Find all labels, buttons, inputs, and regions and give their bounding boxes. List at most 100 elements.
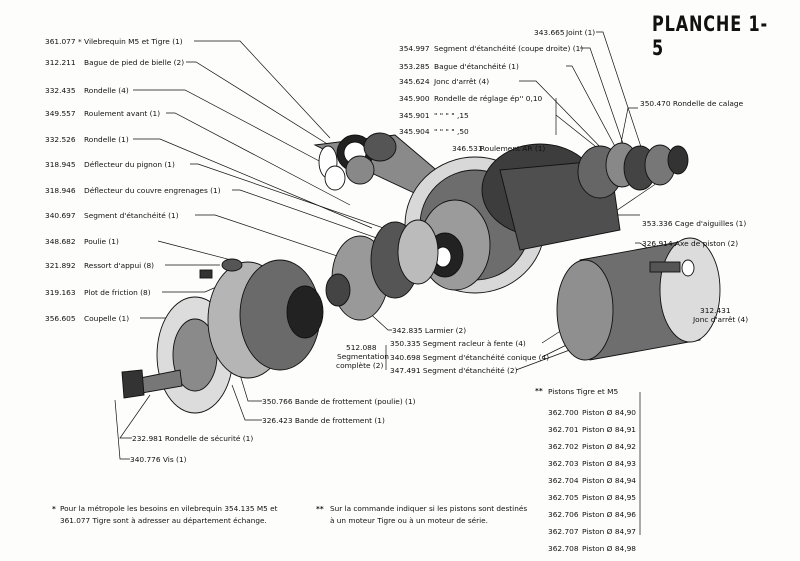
part-ref: 356.605: [45, 314, 76, 323]
part-ref: 321.892: [45, 261, 76, 270]
piston-ref: 362.702: [548, 442, 579, 451]
part-ref: 319.163: [45, 288, 76, 297]
part-label: Segment d'étanchéité (coupe droite) (1): [434, 44, 584, 53]
part-ref: 312.211: [45, 58, 76, 67]
part-label: Segment d'étanchéité (1): [84, 211, 179, 220]
segment-label: 340.698 Segment d'étanchéité conique (4): [390, 353, 550, 362]
crankshaft: [313, 132, 621, 294]
piston-ref: 362.700: [548, 408, 579, 417]
axe-piston-label: 326.914 Axe de piston (2): [642, 239, 739, 248]
note2-line2: à un moteur Tigre ou à un moteur de séri…: [330, 516, 488, 525]
piston-label: Piston Ø 84,95: [582, 493, 636, 502]
part-label: " " " " ,50: [434, 127, 469, 136]
part-label: Rondelle de réglage ép'' 0,10: [434, 94, 543, 103]
piston-ref: 362.704: [548, 476, 579, 485]
piston-ref: 362.701: [548, 425, 579, 434]
segmentation-label-2: complète (2): [336, 361, 384, 370]
bande-frottement-poulie-label: 350.766 Bande de frottement (poulie) (1): [262, 397, 416, 406]
part-label: Coupelle (1): [84, 314, 130, 323]
pulley-stack: [121, 219, 439, 414]
piston-label: Piston Ø 84,90: [582, 408, 636, 417]
part-ref: 332.526: [45, 135, 76, 144]
part-label: Roulement AR (1): [480, 144, 546, 153]
part-label: * Vilebrequin M5 et Tigre (1): [78, 37, 183, 46]
part-ref: 353.285: [399, 62, 430, 71]
part-ref: 349.557: [45, 109, 76, 118]
piston-ref: 362.708: [548, 544, 579, 553]
note2-line1: Sur la commande indiquer si les pistons …: [330, 504, 528, 513]
pistons-heading: Pistons Tigre et M5: [548, 387, 619, 396]
piston-label: Piston Ø 84,98: [582, 544, 636, 553]
part-label: Joint (1): [566, 28, 596, 37]
part-ref: 361.077: [45, 37, 76, 46]
part-label: Déflecteur du pignon (1): [84, 160, 175, 169]
part-ref: 354.997: [399, 44, 430, 53]
piston-ref: 362.707: [548, 527, 579, 536]
piston-ref: 362.703: [548, 459, 579, 468]
note1-mark: *: [52, 504, 56, 513]
piston-ref: 362.706: [548, 510, 579, 519]
part-label: Roulement avant (1): [84, 109, 161, 118]
part-ref: 346.531: [452, 144, 483, 153]
part-ref: 345.901: [399, 111, 430, 120]
part-label: Bague de pied de bielle (2): [84, 58, 185, 67]
part-ref: 318.945: [45, 160, 76, 169]
note1-line2: 361.077 Tigre sont à adresser au départe…: [60, 516, 267, 525]
piston-label: Piston Ø 84,93: [582, 459, 636, 468]
part-label: Plot de friction (8): [84, 288, 151, 297]
part-label: Ressort d'appui (8): [84, 261, 155, 270]
rear-rings: [577, 142, 689, 199]
segment-label: 350.335 Segment racleur à fente (4): [390, 339, 526, 348]
part-ref: 345.624: [399, 77, 430, 86]
piston-label: Piston Ø 84,91: [582, 425, 636, 434]
larmier-label: 342.835 Larmier (2): [392, 326, 467, 335]
part-ref: 345.904: [399, 127, 430, 136]
note2-mark: **: [316, 504, 324, 513]
rondelle-securite-label: 232.981 Rondelle de sécurité (1): [132, 434, 254, 443]
part-ref: 348.682: [45, 237, 76, 246]
piston-label: Piston Ø 84,97: [582, 527, 636, 536]
bande-frottement-label: 326.423 Bande de frottement (1): [262, 416, 385, 425]
part-label: Bague d'étanchéité (1): [434, 62, 519, 71]
piston-ref: 362.705: [548, 493, 579, 502]
segmentation-label: Segmentation: [337, 352, 389, 361]
part-ref: 345.900: [399, 94, 430, 103]
jonc-arret-label: Jonc d'arrêt (4): [693, 315, 749, 324]
part-label: " " " " ,15: [434, 111, 469, 120]
jonc-arret-ref: 312.431: [700, 306, 731, 315]
small-end-parts: [324, 155, 375, 191]
part-label: Rondelle (4): [84, 86, 129, 95]
part-ref: 332.435: [45, 86, 76, 95]
part-label: Rondelle (1): [84, 135, 129, 144]
part-label: Jonc d'arrêt (4): [434, 77, 490, 86]
part-ref: 340.697: [45, 211, 76, 220]
note1-line1: Pour la métropole les besoins en vilebre…: [60, 504, 278, 513]
part-label: Déflecteur du couvre engrenages (1): [84, 186, 221, 195]
segment-label: 347.491 Segment d'étanchéité (2): [390, 366, 518, 375]
vis-label: 340.776 Vis (1): [130, 455, 187, 464]
rondelle-calage-label: 350.470 Rondelle de calage: [640, 99, 744, 108]
part-ref: 343.665: [534, 28, 565, 37]
piston: [556, 237, 721, 361]
piston-label: Piston Ø 84,94: [582, 476, 636, 485]
page-title: PLANCHE 1-5: [652, 12, 768, 60]
segmentation-ref: 512.088: [346, 343, 377, 352]
part-ref: 318.946: [45, 186, 76, 195]
piston-label: Piston Ø 84,92: [582, 442, 636, 451]
cage-aiguilles-label: 353.336 Cage d'aiguilles (1): [642, 219, 747, 228]
part-label: Poulie (1): [84, 237, 119, 246]
piston-label: Piston Ø 84,96: [582, 510, 636, 519]
pistons-heading-mark: **: [535, 386, 543, 395]
